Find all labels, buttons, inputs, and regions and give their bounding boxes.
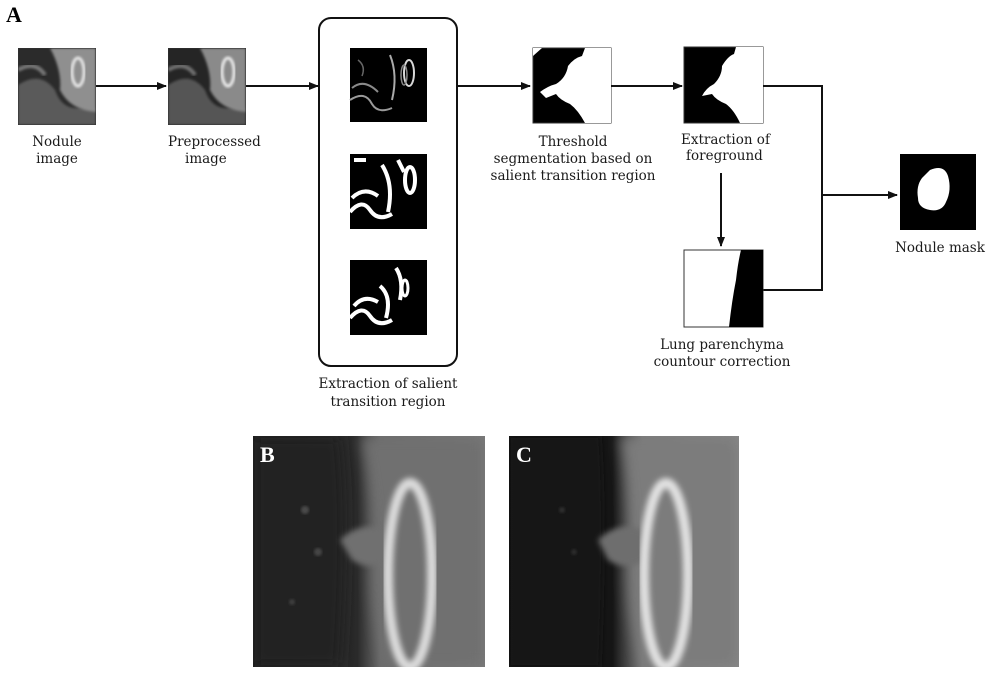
threshold-segmentation-thumbnail — [532, 47, 612, 124]
svg-text:salient transition region: salient transition region — [491, 168, 656, 184]
nodule-image-thumbnail — [18, 48, 96, 125]
preprocessed-image-thumbnail — [168, 48, 246, 125]
svg-text:Extraction of: Extraction of — [681, 132, 771, 148]
svg-text:segmentation based on: segmentation based on — [494, 151, 653, 167]
threshold-segmentation-label: Threshold segmentation based on salient … — [491, 134, 656, 184]
lung-correction-label: Lung parenchyma countour correction — [654, 337, 791, 370]
nodule-mask-thumbnail — [900, 154, 976, 230]
panel-label-b: B — [260, 442, 275, 467]
svg-text:transition region: transition region — [331, 394, 446, 410]
foreground-thumbnail — [683, 46, 764, 124]
salient-region-label: Extraction of salient transition region — [319, 376, 459, 410]
svg-text:Threshold: Threshold — [539, 134, 608, 150]
connector-foreground-to-merge — [763, 85, 823, 291]
panel-label-c: C — [516, 442, 532, 467]
salient-binary-thumbnail-2 — [348, 260, 427, 335]
svg-text:Extraction of salient: Extraction of salient — [319, 376, 459, 392]
svg-text:image: image — [185, 151, 227, 167]
preprocessed-image-label: Preprocessed image — [168, 134, 261, 167]
panel-label-a: A — [6, 2, 22, 27]
nodule-mask-label: Nodule mask — [895, 240, 986, 256]
panel-c-ct-image — [509, 436, 739, 667]
lung-correction-thumbnail — [683, 249, 764, 328]
panel-b-ct-image — [253, 436, 485, 667]
salient-edge-map-thumbnail — [349, 48, 427, 122]
foreground-label: Extraction of foreground — [681, 132, 771, 164]
salient-binary-thumbnail-1 — [348, 154, 427, 229]
svg-text:Nodule: Nodule — [32, 134, 82, 150]
nodule-image-label: Nodule image — [32, 134, 82, 167]
salient-region-box — [318, 17, 458, 367]
svg-text:Preprocessed: Preprocessed — [168, 134, 261, 150]
svg-text:foreground: foreground — [686, 148, 763, 164]
svg-text:countour correction: countour correction — [654, 354, 791, 370]
svg-text:image: image — [36, 151, 78, 167]
svg-text:Nodule mask: Nodule mask — [895, 240, 986, 256]
svg-text:Lung parenchyma: Lung parenchyma — [660, 337, 784, 353]
